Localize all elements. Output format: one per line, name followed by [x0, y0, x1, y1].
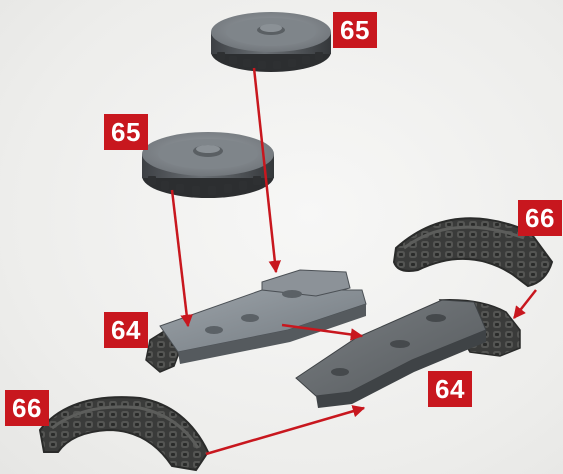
arrow-track-left-to-plate — [205, 405, 366, 456]
arrow-plate-to-plate — [281, 323, 364, 341]
part-label-66-right: 66 — [518, 200, 562, 236]
part-label-65-top: 65 — [333, 12, 377, 48]
part-label-66-left: 66 — [5, 390, 49, 426]
gear-middle — [142, 132, 274, 198]
arrow-track-right-to-plate — [513, 289, 537, 319]
track-segment-left — [38, 396, 210, 472]
arrow-middle-gear-to-plate — [170, 189, 193, 328]
arrow-top-gear-to-plate — [252, 67, 282, 274]
track-segment-right — [392, 217, 554, 288]
gear-top — [211, 12, 331, 72]
assembly-arrows — [170, 67, 537, 456]
base-plate-left — [145, 269, 367, 373]
part-label-65-middle: 65 — [104, 114, 148, 150]
part-label-64-right: 64 — [428, 371, 472, 407]
base-plate-right — [295, 299, 521, 408]
part-label-64-left: 64 — [104, 312, 148, 348]
